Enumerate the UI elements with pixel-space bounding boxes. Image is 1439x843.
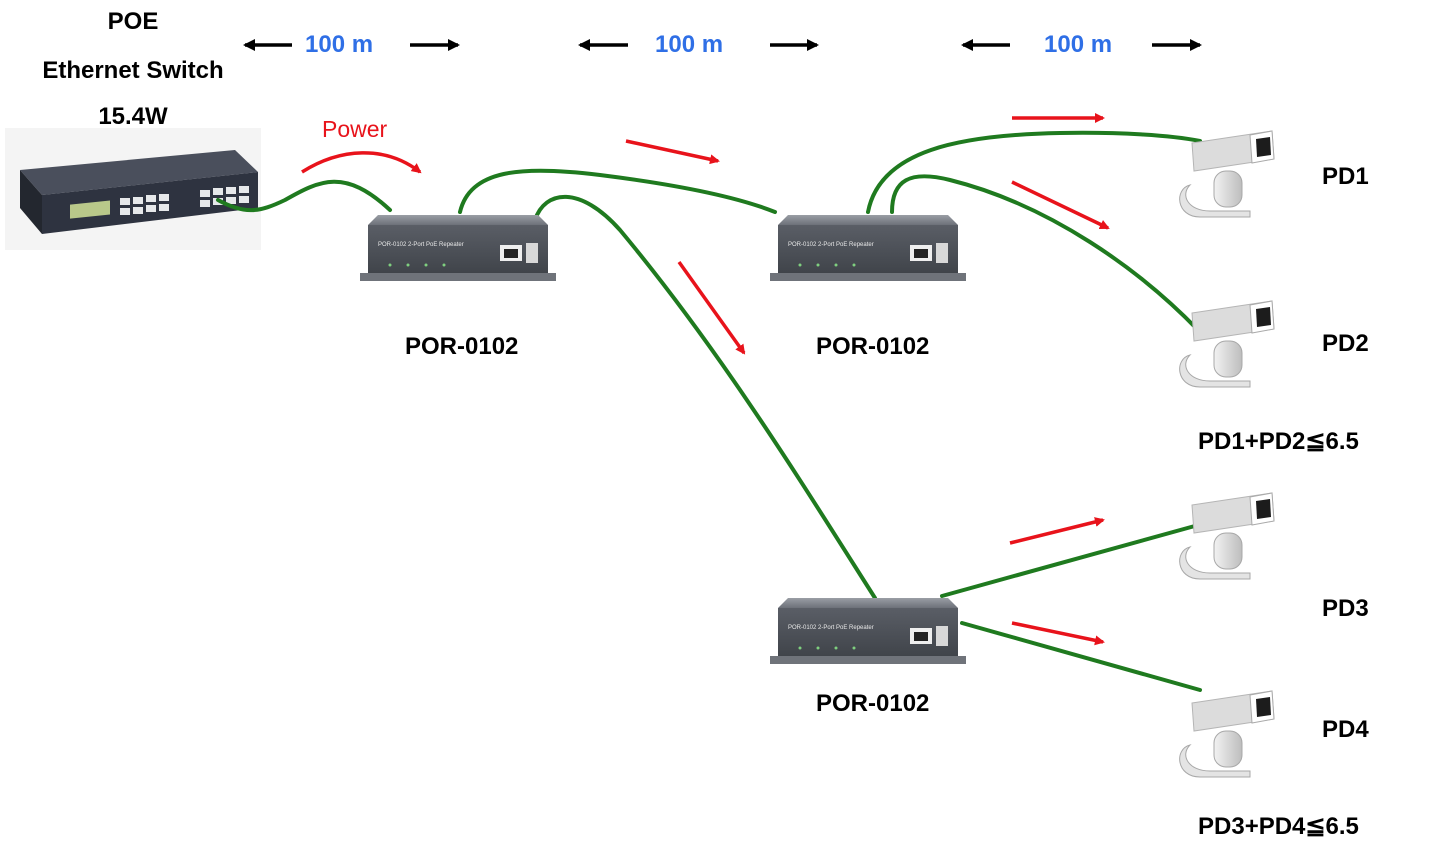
cable-repeater1-to-repeater2 (458, 168, 777, 214)
repeater-label-3: POR-0102 (816, 690, 930, 717)
repeater-label-1: POR-0102 (405, 333, 519, 360)
switch-label-line1: POE (107, 8, 159, 35)
repeater-box-3: POR-0102 2-Port PoE Repeater (770, 598, 966, 664)
camera-pd1-icon (1179, 130, 1275, 218)
cables (216, 130, 1204, 692)
cable-repeater3-to-pd3 (940, 522, 1204, 598)
power-arrows (301, 113, 1110, 646)
repeater-face-text: POR-0102 2-Port PoE Repeater (788, 242, 874, 248)
distance-label-3: 100 m (1044, 31, 1113, 58)
power-label: Power (322, 116, 388, 142)
repeater-face-text: POR-0102 2-Port PoE Repeater (788, 625, 874, 631)
device-label-pd3: PD3 (1322, 595, 1369, 622)
distance-label-2: 100 m (655, 31, 724, 58)
device-label-pd4: PD4 (1322, 716, 1369, 743)
constraint-pd1-pd2: PD1+PD2≦6.5 (1198, 428, 1359, 455)
power-arrow-pd3 (1009, 517, 1105, 545)
camera-pd3-icon (1179, 492, 1275, 580)
switch-label-line2: Ethernet Switch (42, 57, 224, 84)
cable-switch-to-repeater1 (216, 179, 392, 213)
power-arrow-r1-r2 (625, 139, 720, 165)
camera-pd4-icon (1179, 690, 1275, 778)
cable-repeater2-to-pd2 (890, 174, 1200, 332)
repeater-face-text: POR-0102 2-Port PoE Repeater (378, 242, 464, 248)
repeater-box-2: POR-0102 2-Port PoE Repeater (770, 215, 966, 281)
cable-repeater3-to-pd4 (960, 621, 1202, 692)
switch-label-line3: 15.4W (98, 103, 168, 130)
camera-pd2-icon (1179, 300, 1275, 388)
cable-repeater2-to-pd1 (866, 130, 1202, 214)
power-arrow-pd4 (1011, 621, 1105, 646)
distance-label-1: 100 m (305, 31, 374, 58)
power-arrow-r1-r3 (677, 260, 746, 355)
constraint-pd3-pd4: PD3+PD4≦6.5 (1198, 813, 1359, 840)
power-arrow-pd2 (1011, 180, 1110, 230)
cable-repeater1-to-repeater3 (533, 194, 877, 600)
device-label-pd1: PD1 (1322, 163, 1369, 190)
poe-switch-image (5, 128, 261, 250)
repeater-box-1: POR-0102 2-Port PoE Repeater (360, 215, 556, 281)
device-label-pd2: PD2 (1322, 330, 1369, 357)
repeater-label-2: POR-0102 (816, 333, 930, 360)
power-arrow-curved (301, 151, 422, 174)
